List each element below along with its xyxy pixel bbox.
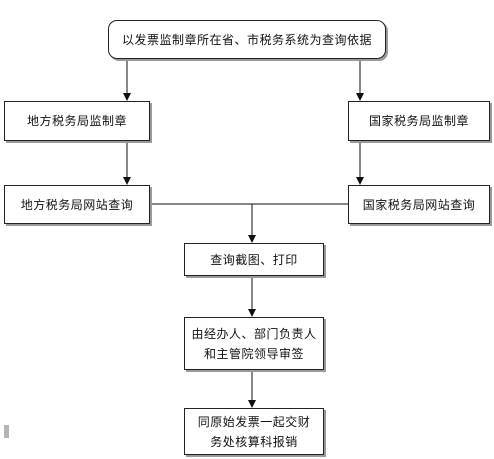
node-submit-finance-line2: 务处核算科报销	[210, 434, 298, 449]
node-screenshot-print: 查询截图、打印	[184, 243, 324, 276]
edge-marker	[4, 425, 9, 438]
node-local-site-query: 地方税务局网站查询	[4, 185, 150, 224]
node-screenshot-print-label: 查询截图、打印	[210, 252, 298, 267]
node-national-seal-label: 国家税务局监制章	[368, 114, 469, 128]
node-query-basis: 以发票监制章所在省、市税务系统为查询依据	[108, 20, 386, 59]
node-approval-line1: 由经办人、部门负责人	[191, 326, 317, 341]
node-national-seal: 国家税务局监制章	[348, 101, 490, 141]
node-submit-finance-line1: 同原始发票一起交财	[197, 414, 311, 429]
node-local-seal-label: 地方税务局监制章	[26, 114, 127, 128]
node-national-site-query: 国家税务局网站查询	[348, 185, 490, 224]
node-query-basis-label: 以发票监制章所在省、市税务系统为查询依据	[121, 32, 372, 47]
node-local-seal: 地方税务局监制章	[4, 101, 150, 141]
node-submit-finance: 同原始发票一起交财 务处核算科报销	[184, 408, 324, 455]
node-local-site-query-label: 地方税务局网站查询	[20, 197, 134, 212]
node-approval: 由经办人、部门负责人 和主管院领导审签	[184, 317, 324, 370]
node-national-site-query-label: 国家税务局网站查询	[362, 197, 476, 212]
node-approval-line2: 和主管院领导审签	[203, 346, 304, 361]
